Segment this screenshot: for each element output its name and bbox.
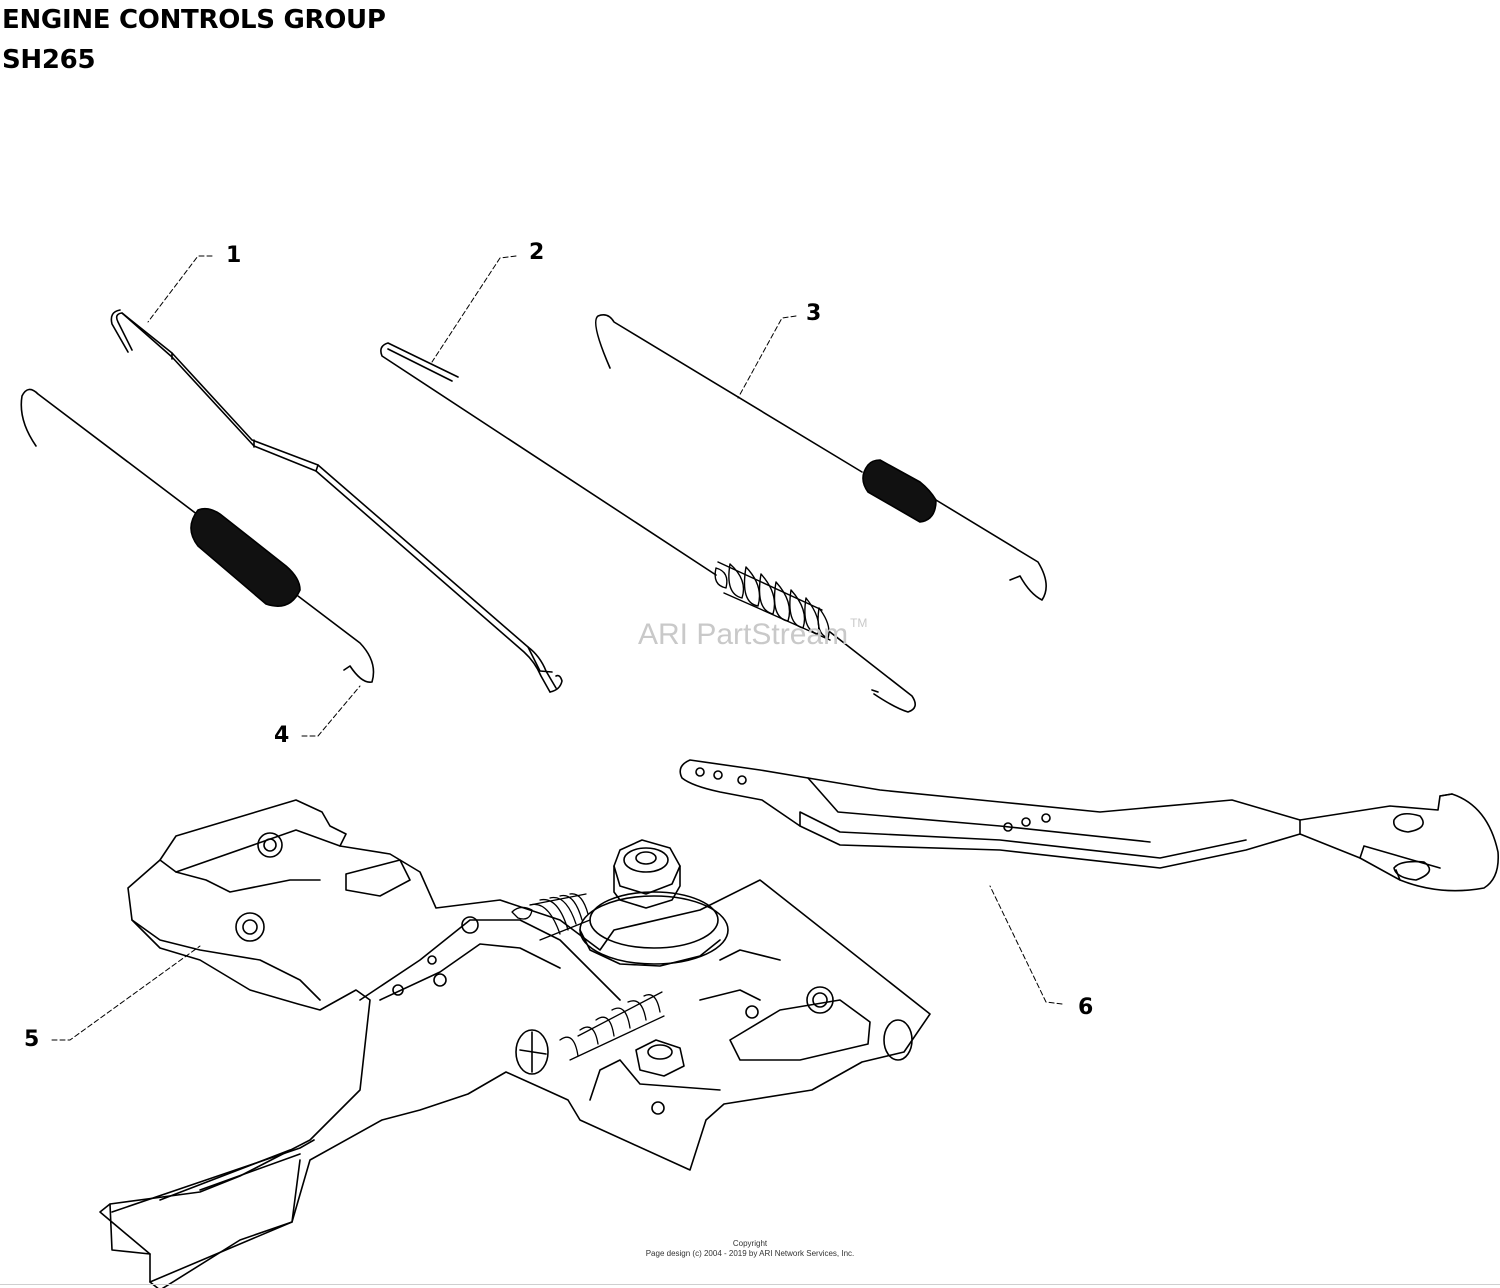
callout-5[interactable]: 5 — [24, 1027, 39, 1052]
callout-1[interactable]: 1 — [226, 243, 241, 268]
trademark-mark: TM — [850, 616, 868, 630]
bottom-divider — [0, 1284, 1500, 1285]
callout-2[interactable]: 2 — [529, 240, 544, 265]
part-1-throttle-rod[interactable] — [110, 309, 563, 693]
diagram-title: ENGINE CONTROLS GROUP — [2, 5, 386, 35]
callout-4[interactable]: 4 — [274, 723, 289, 748]
callout-6[interactable]: 6 — [1078, 995, 1093, 1020]
watermark-text: ARI PartStream — [638, 618, 849, 651]
part-6-throttle-lever[interactable] — [679, 759, 1500, 892]
copyright-label: Copyright — [732, 1239, 768, 1248]
copyright-notice: Page design (c) 2004 - 2019 by ARI Netwo… — [645, 1249, 855, 1258]
part-2-governor-spring[interactable] — [380, 342, 916, 713]
copyright-footer: Copyright Page design (c) 2004 - 2019 by… — [0, 1239, 1500, 1259]
part-3-extension-spring[interactable] — [594, 314, 1047, 601]
leader-lines — [51, 255, 1063, 1041]
part-5-control-assembly[interactable] — [99, 799, 931, 1288]
part-4-extension-spring[interactable] — [20, 388, 375, 683]
model-number: SH265 — [2, 45, 96, 75]
callout-3[interactable]: 3 — [806, 301, 821, 326]
diagram-title-block: ENGINE CONTROLS GROUP SH265 — [2, 0, 386, 80]
